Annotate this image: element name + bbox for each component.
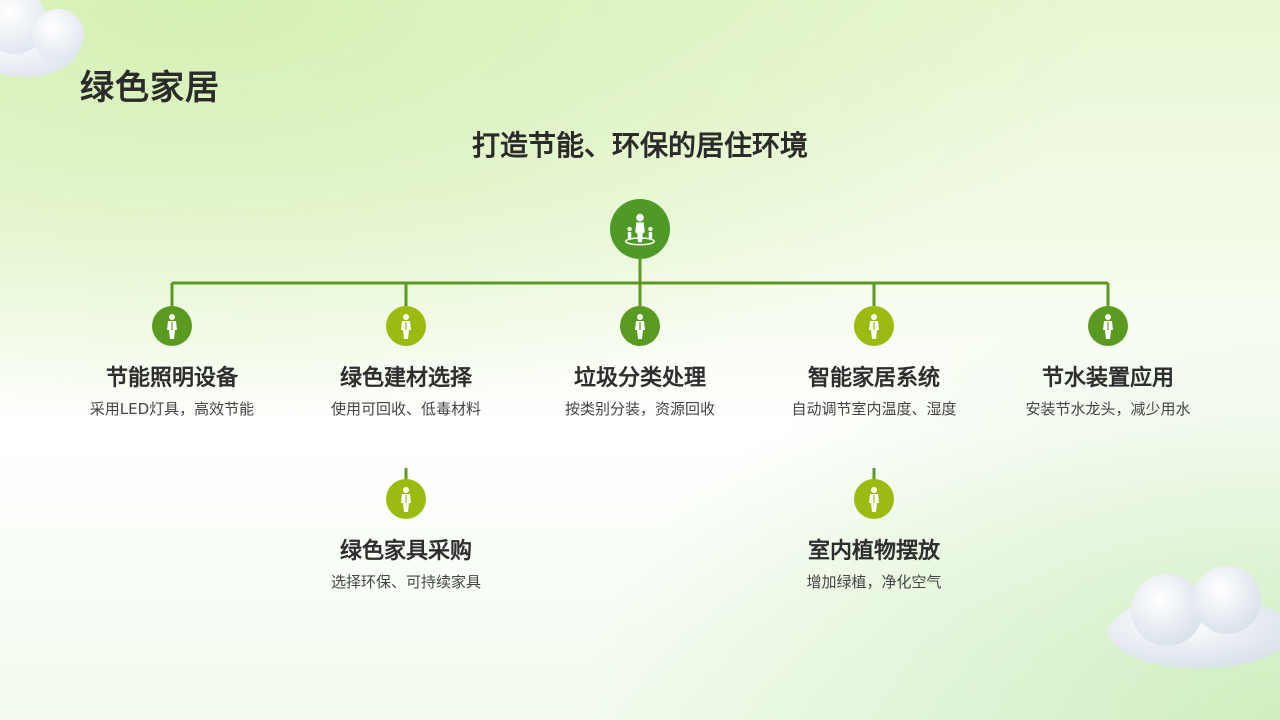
page-title: 绿色家居 xyxy=(80,68,220,108)
node-icon-circle xyxy=(854,306,894,346)
node-icon-circle xyxy=(620,306,660,346)
person-icon xyxy=(869,487,879,512)
node-label: 节能照明设备 xyxy=(105,366,238,391)
node-description: 自动调节室内温度、湿度 xyxy=(791,400,957,418)
node-label: 室内植物摆放 xyxy=(807,539,940,564)
node-item: 节能照明设备 采用LED灯具，高效节能 xyxy=(62,306,282,420)
node-item: 绿色家具采购 选择环保、可持续家具 xyxy=(296,479,516,593)
node-description: 按类别分装，资源回收 xyxy=(564,400,715,418)
node-icon-circle xyxy=(152,306,192,346)
node-label: 垃圾分类处理 xyxy=(573,366,706,391)
node-description: 选择环保、可持续家具 xyxy=(330,573,481,591)
subtitle: 打造节能、环保的居住环境 xyxy=(471,129,808,162)
person-icon xyxy=(869,314,879,339)
node-icon-circle xyxy=(386,479,426,519)
node-item: 绿色建材选择 使用可回收、低毒材料 xyxy=(296,306,516,420)
person-icon xyxy=(635,314,645,339)
node-item: 室内植物摆放 增加绿植，净化空气 xyxy=(764,479,984,593)
root-node xyxy=(610,199,670,259)
node-item: 节水装置应用 安装节水龙头，减少用水 xyxy=(998,306,1218,420)
node-icon-circle xyxy=(1088,306,1128,346)
person-icon xyxy=(167,314,177,339)
node-item: 垃圾分类处理 按类别分装，资源回收 xyxy=(530,306,750,420)
node-label: 绿色家具采购 xyxy=(339,539,472,564)
person-icon xyxy=(401,487,411,512)
node-label: 智能家居系统 xyxy=(807,366,940,391)
person-icon xyxy=(401,314,411,339)
person-icon xyxy=(1103,314,1113,339)
node-description: 增加绿植，净化空气 xyxy=(806,573,942,591)
node-description: 采用LED灯具，高效节能 xyxy=(89,400,255,418)
node-description: 使用可回收、低毒材料 xyxy=(330,400,481,418)
node-description: 安装节水龙头，减少用水 xyxy=(1025,400,1191,418)
node-label: 绿色建材选择 xyxy=(339,366,472,391)
node-item: 智能家居系统 自动调节室内温度、湿度 xyxy=(764,306,984,420)
node-icon-circle xyxy=(854,479,894,519)
presenter-icon xyxy=(624,213,656,246)
node-label: 节水装置应用 xyxy=(1041,366,1174,391)
node-icon-circle xyxy=(386,306,426,346)
